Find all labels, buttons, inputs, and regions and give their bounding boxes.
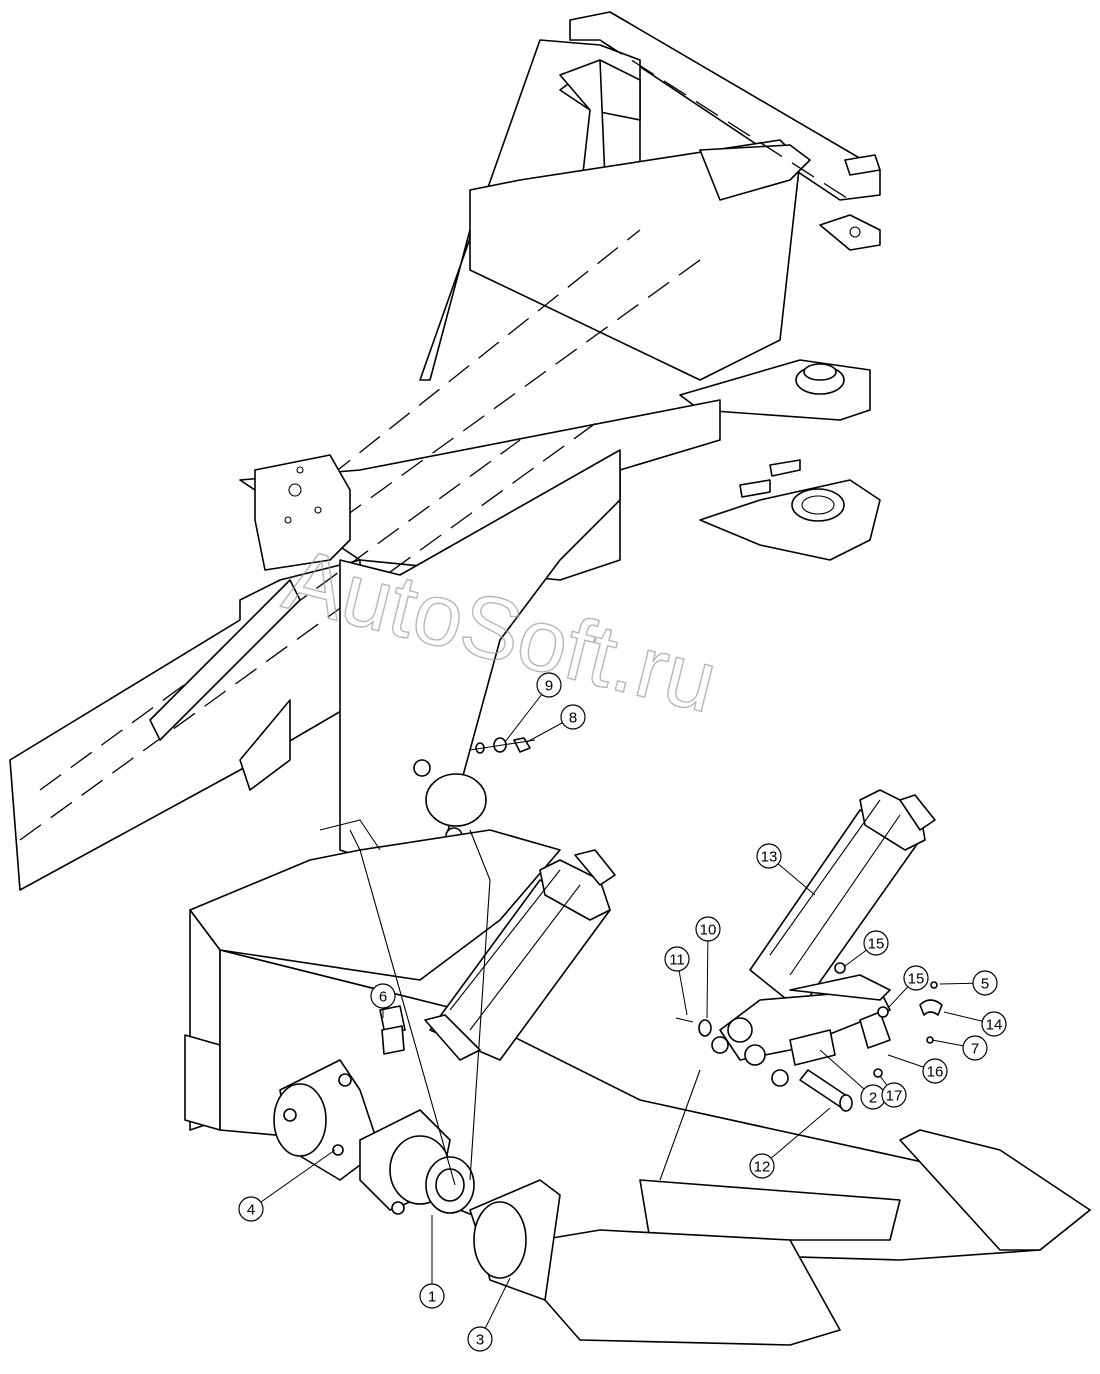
callout-circle xyxy=(962,1035,988,1061)
callout-4: 4 xyxy=(238,1149,336,1222)
callout-number: 12 xyxy=(754,1159,771,1176)
callout-3: 3 xyxy=(467,1277,511,1352)
callout-15: 15 xyxy=(844,930,889,967)
callout-circle xyxy=(536,672,562,698)
callout-number: 15 xyxy=(868,936,885,953)
callout-circle xyxy=(881,1082,907,1108)
hydraulic-cylinder-right xyxy=(675,789,943,1112)
callout-14: 14 xyxy=(943,1011,1007,1037)
callout-leader-line xyxy=(250,1149,336,1210)
callout-17: 17 xyxy=(879,1075,907,1108)
callout-number: 7 xyxy=(971,1041,979,1058)
callout-circle xyxy=(560,704,586,730)
callout-circle xyxy=(863,930,889,956)
callout-number: 13 xyxy=(761,849,778,866)
assembly-line-3 xyxy=(659,1069,701,1181)
mounting-bracket xyxy=(273,1005,475,1215)
callout-10: 10 xyxy=(695,916,721,1019)
callout-number: 8 xyxy=(569,710,577,727)
callout-5: 5 xyxy=(939,970,998,996)
callout-circle xyxy=(695,916,721,942)
callout-13: 13 xyxy=(756,843,816,896)
small-fasteners xyxy=(469,737,536,754)
callout-number: 5 xyxy=(981,976,989,993)
callout-circle xyxy=(903,965,929,991)
callout-12: 12 xyxy=(749,1107,831,1179)
upper-frame xyxy=(9,11,881,891)
callout-number: 17 xyxy=(886,1088,903,1105)
callout-circle xyxy=(664,946,690,972)
callout-number: 15 xyxy=(908,971,925,988)
callout-number: 2 xyxy=(869,1090,877,1107)
callout-circle xyxy=(756,843,782,869)
callout-circle xyxy=(922,1058,948,1084)
assembly-line-2 xyxy=(469,829,491,1181)
callout-number: 4 xyxy=(247,1202,255,1219)
assembly-line xyxy=(349,829,456,1186)
callout-circle xyxy=(981,1011,1007,1037)
callout-number: 9 xyxy=(545,678,553,695)
callout-circle xyxy=(749,1153,775,1179)
callout-circle xyxy=(238,1196,264,1222)
callout-6: 6 xyxy=(370,983,396,1018)
callout-circle xyxy=(972,970,998,996)
callout-15: 15 xyxy=(887,965,929,1009)
callout-9: 9 xyxy=(504,672,562,743)
callout-number: 6 xyxy=(379,989,387,1006)
callout-number: 10 xyxy=(700,922,717,939)
callout-leader-line xyxy=(761,1107,831,1167)
callout-number: 1 xyxy=(428,1289,436,1306)
callout-1: 1 xyxy=(419,1215,445,1309)
callout-8: 8 xyxy=(526,704,586,743)
callout-circle xyxy=(467,1326,493,1352)
callout-number: 14 xyxy=(986,1017,1003,1034)
callout-number: 11 xyxy=(669,952,685,969)
callout-number: 16 xyxy=(927,1064,944,1081)
callout-16: 16 xyxy=(887,1054,948,1084)
callout-leader-line xyxy=(706,928,709,1019)
callout-7: 7 xyxy=(931,1035,988,1061)
callout-circle xyxy=(419,1283,445,1309)
callout-11: 11 xyxy=(664,946,690,1016)
callout-circle xyxy=(370,983,396,1009)
callout-number: 3 xyxy=(476,1332,484,1349)
hydraulic-cylinder-left xyxy=(424,849,616,1061)
